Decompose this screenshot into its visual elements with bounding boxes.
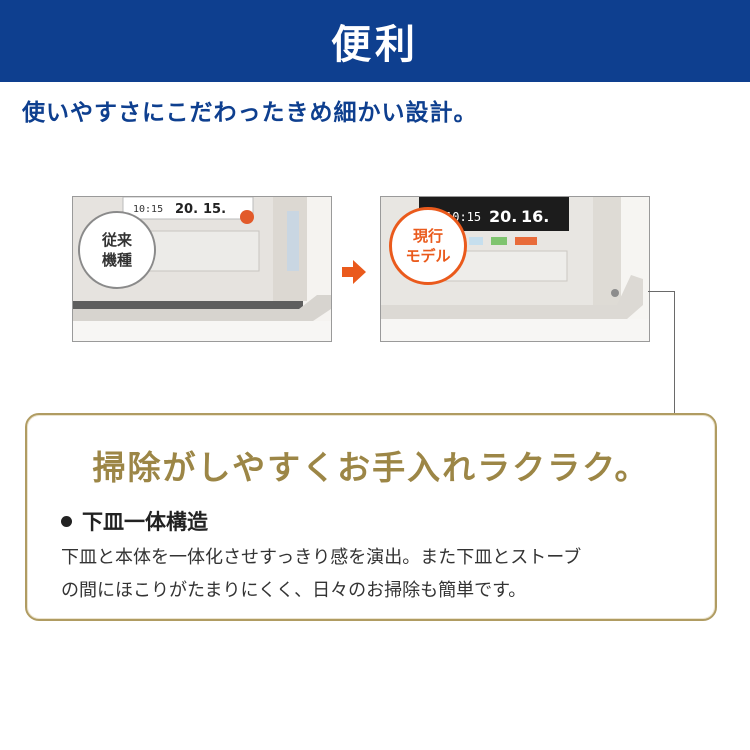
callout-connector-line [674,291,675,415]
feature-title: 下皿一体構造 [82,510,208,534]
new-model-badge: 現行 モデル [389,207,467,285]
header-title: 便利 [331,22,419,68]
new-display-temp1: 20. [489,207,517,226]
old-display-temp2: 15. [203,202,226,217]
feature-description: 下皿と本体を一体化させすっきり感を演出。また下皿とストーブ の間にほこりがたまり… [61,541,701,607]
header-banner: 便利 [0,0,750,82]
bullet-dot-icon [61,515,72,527]
description-line-2: の間にほこりがたまりにくく、日々のお掃除も簡単です。 [61,580,527,601]
arrow-right-icon [342,260,366,284]
description-line-1: 下皿と本体を一体化させすっきり感を演出。また下皿とストーブ [61,547,582,568]
info-heading: 掃除がしやすくお手入れラクラク。 [92,448,650,487]
new-badge-line2: モデル [405,247,451,265]
feature-bullet: 下皿一体構造 [61,506,208,536]
old-display-time: 10:15 [133,204,163,215]
old-badge-line1: 従来 [101,231,132,249]
info-box: 掃除がしやすくお手入れラクラク。 下皿一体構造 下皿と本体を一体化させすっきり感… [25,413,717,621]
old-model-badge: 従来 機種 [78,211,156,289]
old-display-temp1: 20. [175,202,198,217]
callout-connector-tick [648,291,675,292]
subtitle: 使いやすさにこだわったきめ細かい設計。 [22,100,478,126]
new-display-temp2: 16. [521,207,549,226]
new-badge-line1: 現行 [412,227,443,245]
old-badge-line2: 機種 [101,251,132,269]
